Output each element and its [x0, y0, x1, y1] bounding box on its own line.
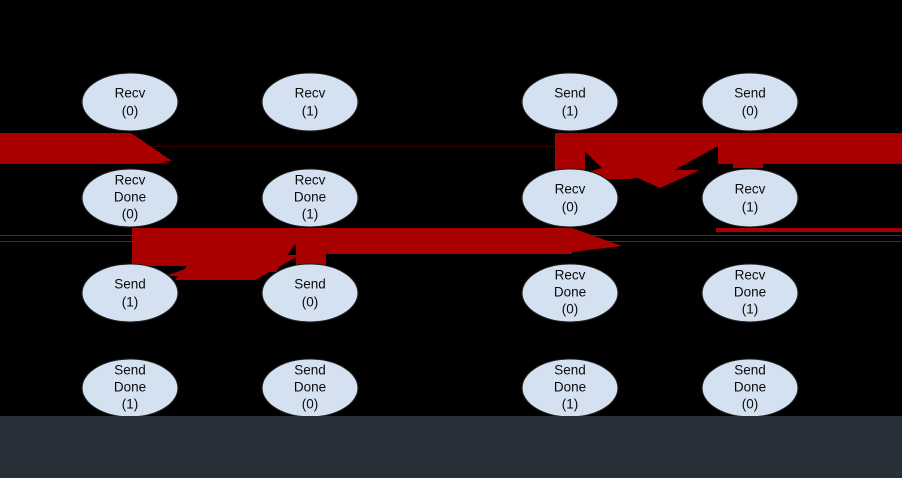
node-label-line: Send	[114, 277, 146, 292]
node-ellipse[interactable]	[521, 263, 619, 323]
node-label-line: Send	[554, 86, 586, 101]
footer-bar	[0, 416, 902, 478]
node-recv-done-0-r2[interactable]: Recv Done (0)	[81, 168, 179, 228]
edge-taper-left-row1b	[131, 150, 168, 164]
node-send-0-r1[interactable]: Send (0)	[701, 72, 799, 132]
node-ellipse[interactable]	[521, 72, 619, 132]
node-label-line: (0)	[562, 200, 579, 215]
node-send-1-r1[interactable]: Send (1)	[521, 72, 619, 132]
node-send-1-r3[interactable]: Send (1)	[81, 263, 179, 323]
node-label-line: (0)	[122, 104, 139, 119]
node-label-line: Done	[294, 190, 326, 205]
node-label-line: Recv	[555, 268, 586, 283]
node-layer: Recv (0) Recv (1) Send (1) Send (0)	[81, 72, 799, 418]
edge-arrowhead-right-mid	[620, 170, 700, 188]
node-label-line: (1)	[742, 302, 759, 317]
node-send-done-0-r4[interactable]: Send Done (0)	[261, 358, 359, 418]
node-label-line: (0)	[122, 207, 139, 222]
node-label-line: Send	[734, 363, 766, 378]
node-label-line: (1)	[562, 397, 579, 412]
node-label-line: (1)	[122, 295, 139, 310]
edge-layer	[0, 133, 902, 280]
node-label-line: Recv	[555, 182, 586, 197]
node-label-line: Recv	[735, 182, 766, 197]
node-label-line: Done	[554, 380, 586, 395]
node-send-done-1b-r4[interactable]: Send Done (1)	[521, 358, 619, 418]
node-recv-0-r1[interactable]: Recv (0)	[81, 72, 179, 132]
node-label-line: (1)	[302, 104, 319, 119]
node-label-line: Send	[294, 363, 326, 378]
edge-vert-recvdone1-down	[296, 228, 326, 268]
node-send-done-1-r4[interactable]: Send Done (1)	[81, 358, 179, 418]
node-label-line: Done	[734, 380, 766, 395]
node-ellipse[interactable]	[81, 72, 179, 132]
node-label-line: Send	[114, 363, 146, 378]
node-label-line: Send	[734, 86, 766, 101]
node-ellipse[interactable]	[701, 168, 799, 228]
node-label-line: (1)	[302, 207, 319, 222]
node-label-line: (0)	[742, 104, 759, 119]
node-recv-0-r2[interactable]: Recv (0)	[521, 168, 619, 228]
node-ellipse[interactable]	[521, 168, 619, 228]
node-label-line: Send	[554, 363, 586, 378]
edge-vert-send1-recv0	[555, 133, 585, 172]
node-label-line: (1)	[742, 200, 759, 215]
node-ellipse[interactable]	[81, 263, 179, 323]
node-recv-1-r1[interactable]: Recv (1)	[261, 72, 359, 132]
node-send-done-0b-r4[interactable]: Send Done (0)	[701, 358, 799, 418]
node-label-line: Done	[554, 285, 586, 300]
node-label-line: (0)	[302, 295, 319, 310]
node-label-line: Send	[294, 277, 326, 292]
edge-arrowhead-left-mid	[175, 255, 300, 280]
node-label-line: Recv	[115, 173, 146, 188]
node-label-line: Recv	[735, 268, 766, 283]
node-label-line: Recv	[295, 173, 326, 188]
node-recv-done-1-r3[interactable]: Recv Done (1)	[701, 263, 799, 323]
node-label-line: (0)	[742, 397, 759, 412]
edge-band-left-row1	[0, 133, 131, 164]
node-label-line: (1)	[562, 104, 579, 119]
node-ellipse[interactable]	[261, 72, 359, 132]
node-label-line: Recv	[295, 86, 326, 101]
node-recv-done-1-r2[interactable]: Recv Done (1)	[261, 168, 359, 228]
node-ellipse[interactable]	[261, 168, 359, 228]
node-ellipse[interactable]	[261, 263, 359, 323]
node-label-line: (1)	[122, 397, 139, 412]
node-label-line: (0)	[302, 397, 319, 412]
node-label-line: Done	[734, 285, 766, 300]
node-label-line: Done	[114, 190, 146, 205]
node-recv-1-r2[interactable]: Recv (1)	[701, 168, 799, 228]
edge-taper-mid-row2	[572, 228, 622, 252]
edge-vert-send0-recv1	[733, 133, 763, 168]
node-ellipse[interactable]	[701, 72, 799, 132]
node-recv-done-0-r3[interactable]: Recv Done (0)	[521, 263, 619, 323]
node-label-line: (0)	[562, 302, 579, 317]
node-send-0-r3[interactable]: Send (0)	[261, 263, 359, 323]
node-label-line: Done	[114, 380, 146, 395]
edge-band-left-row2	[132, 228, 196, 266]
node-ellipse[interactable]	[701, 263, 799, 323]
edge-cross-send0-recv0	[560, 133, 752, 179]
edge-band-right-row1	[718, 133, 902, 164]
node-ellipse[interactable]	[81, 168, 179, 228]
node-label-line: Done	[294, 380, 326, 395]
node-label-line: Recv	[115, 86, 146, 101]
edge-band-right-row2	[716, 228, 902, 232]
